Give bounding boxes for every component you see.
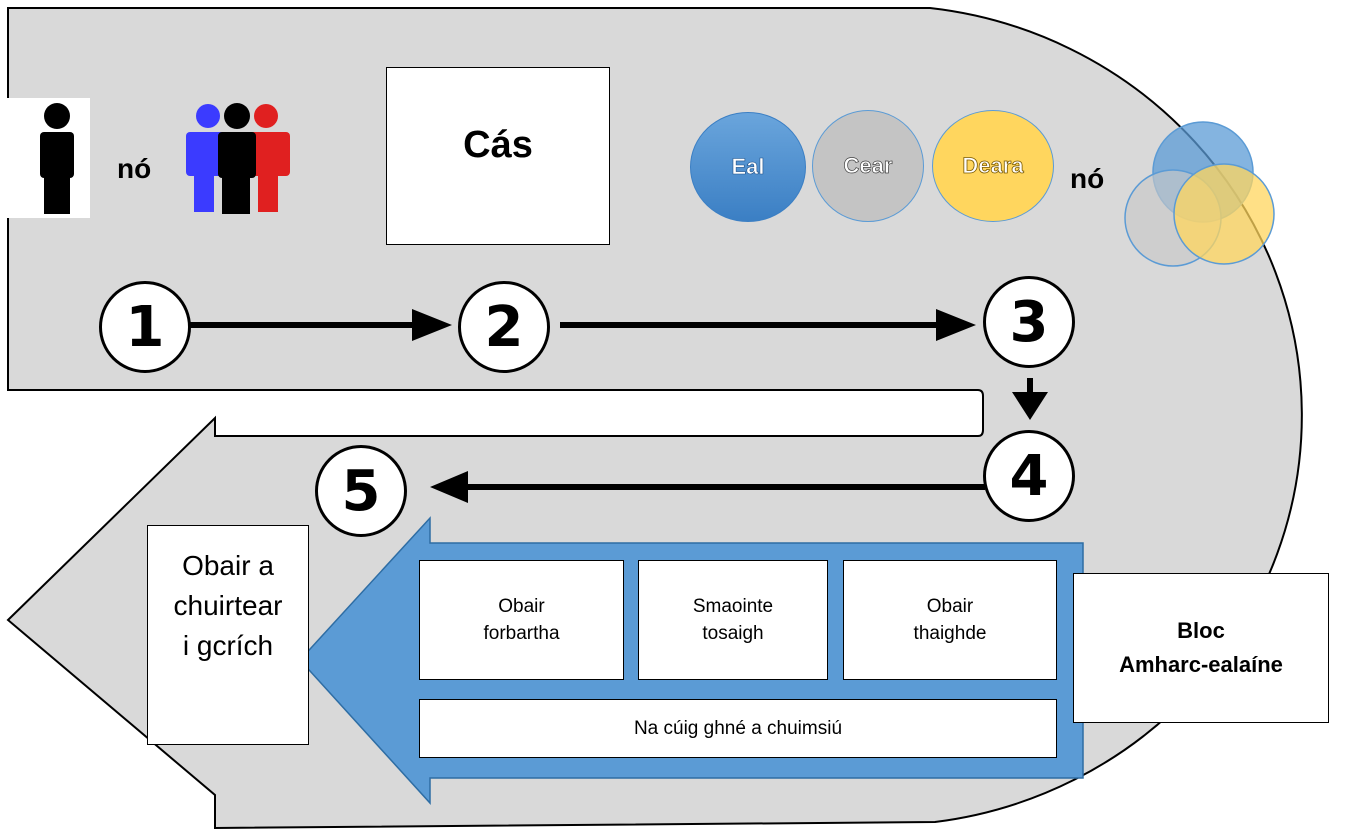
- arrow-2-to-3: [560, 309, 976, 341]
- group-circle-eal: Eal: [690, 112, 806, 222]
- group-label-cear: Cear: [843, 153, 893, 179]
- step-2-circle: 2: [458, 281, 550, 373]
- step-4-circle: 4: [983, 430, 1075, 522]
- stage-development: Obair forbartha: [419, 560, 624, 680]
- step-1-circle: 1: [99, 281, 191, 373]
- or-label-people: nó: [117, 153, 152, 184]
- final-work-box: Obair a chuirtear i gcrích: [147, 525, 309, 745]
- case-label: Cás: [463, 124, 533, 166]
- step-3-circle: 3: [983, 276, 1075, 368]
- venn-groups-icon: [1124, 121, 1275, 267]
- stage-five-elements: Na cúig ghné a chuimsiú: [419, 699, 1057, 758]
- arrow-3-to-4: [1012, 378, 1048, 420]
- final-work-label: Obair a chuirtear i gcrích: [173, 550, 283, 661]
- block-title: Bloc: [1177, 618, 1225, 643]
- or-label-groups: nó: [1070, 163, 1105, 194]
- arrow-1-to-2: [190, 309, 452, 341]
- block-subtitle: Amharc-ealaíne: [1119, 652, 1283, 677]
- person-icon: [40, 103, 74, 214]
- group-label-deara: Deara: [962, 153, 1024, 179]
- stage-initial-ideas: Smaointe tosaigh: [638, 560, 828, 680]
- group-circle-cear: Cear: [812, 110, 924, 222]
- group-label-eal: Eal: [731, 154, 765, 180]
- case-box: Cás: [386, 67, 610, 245]
- stage-research: Obair thaighde: [843, 560, 1057, 680]
- art-block-box: Bloc Amharc-ealaíne: [1073, 573, 1329, 723]
- arrow-4-to-5: [430, 471, 985, 503]
- group-circle-deara: Deara: [932, 110, 1054, 222]
- group-of-people-icon: [186, 103, 290, 214]
- step-5-circle: 5: [315, 445, 407, 537]
